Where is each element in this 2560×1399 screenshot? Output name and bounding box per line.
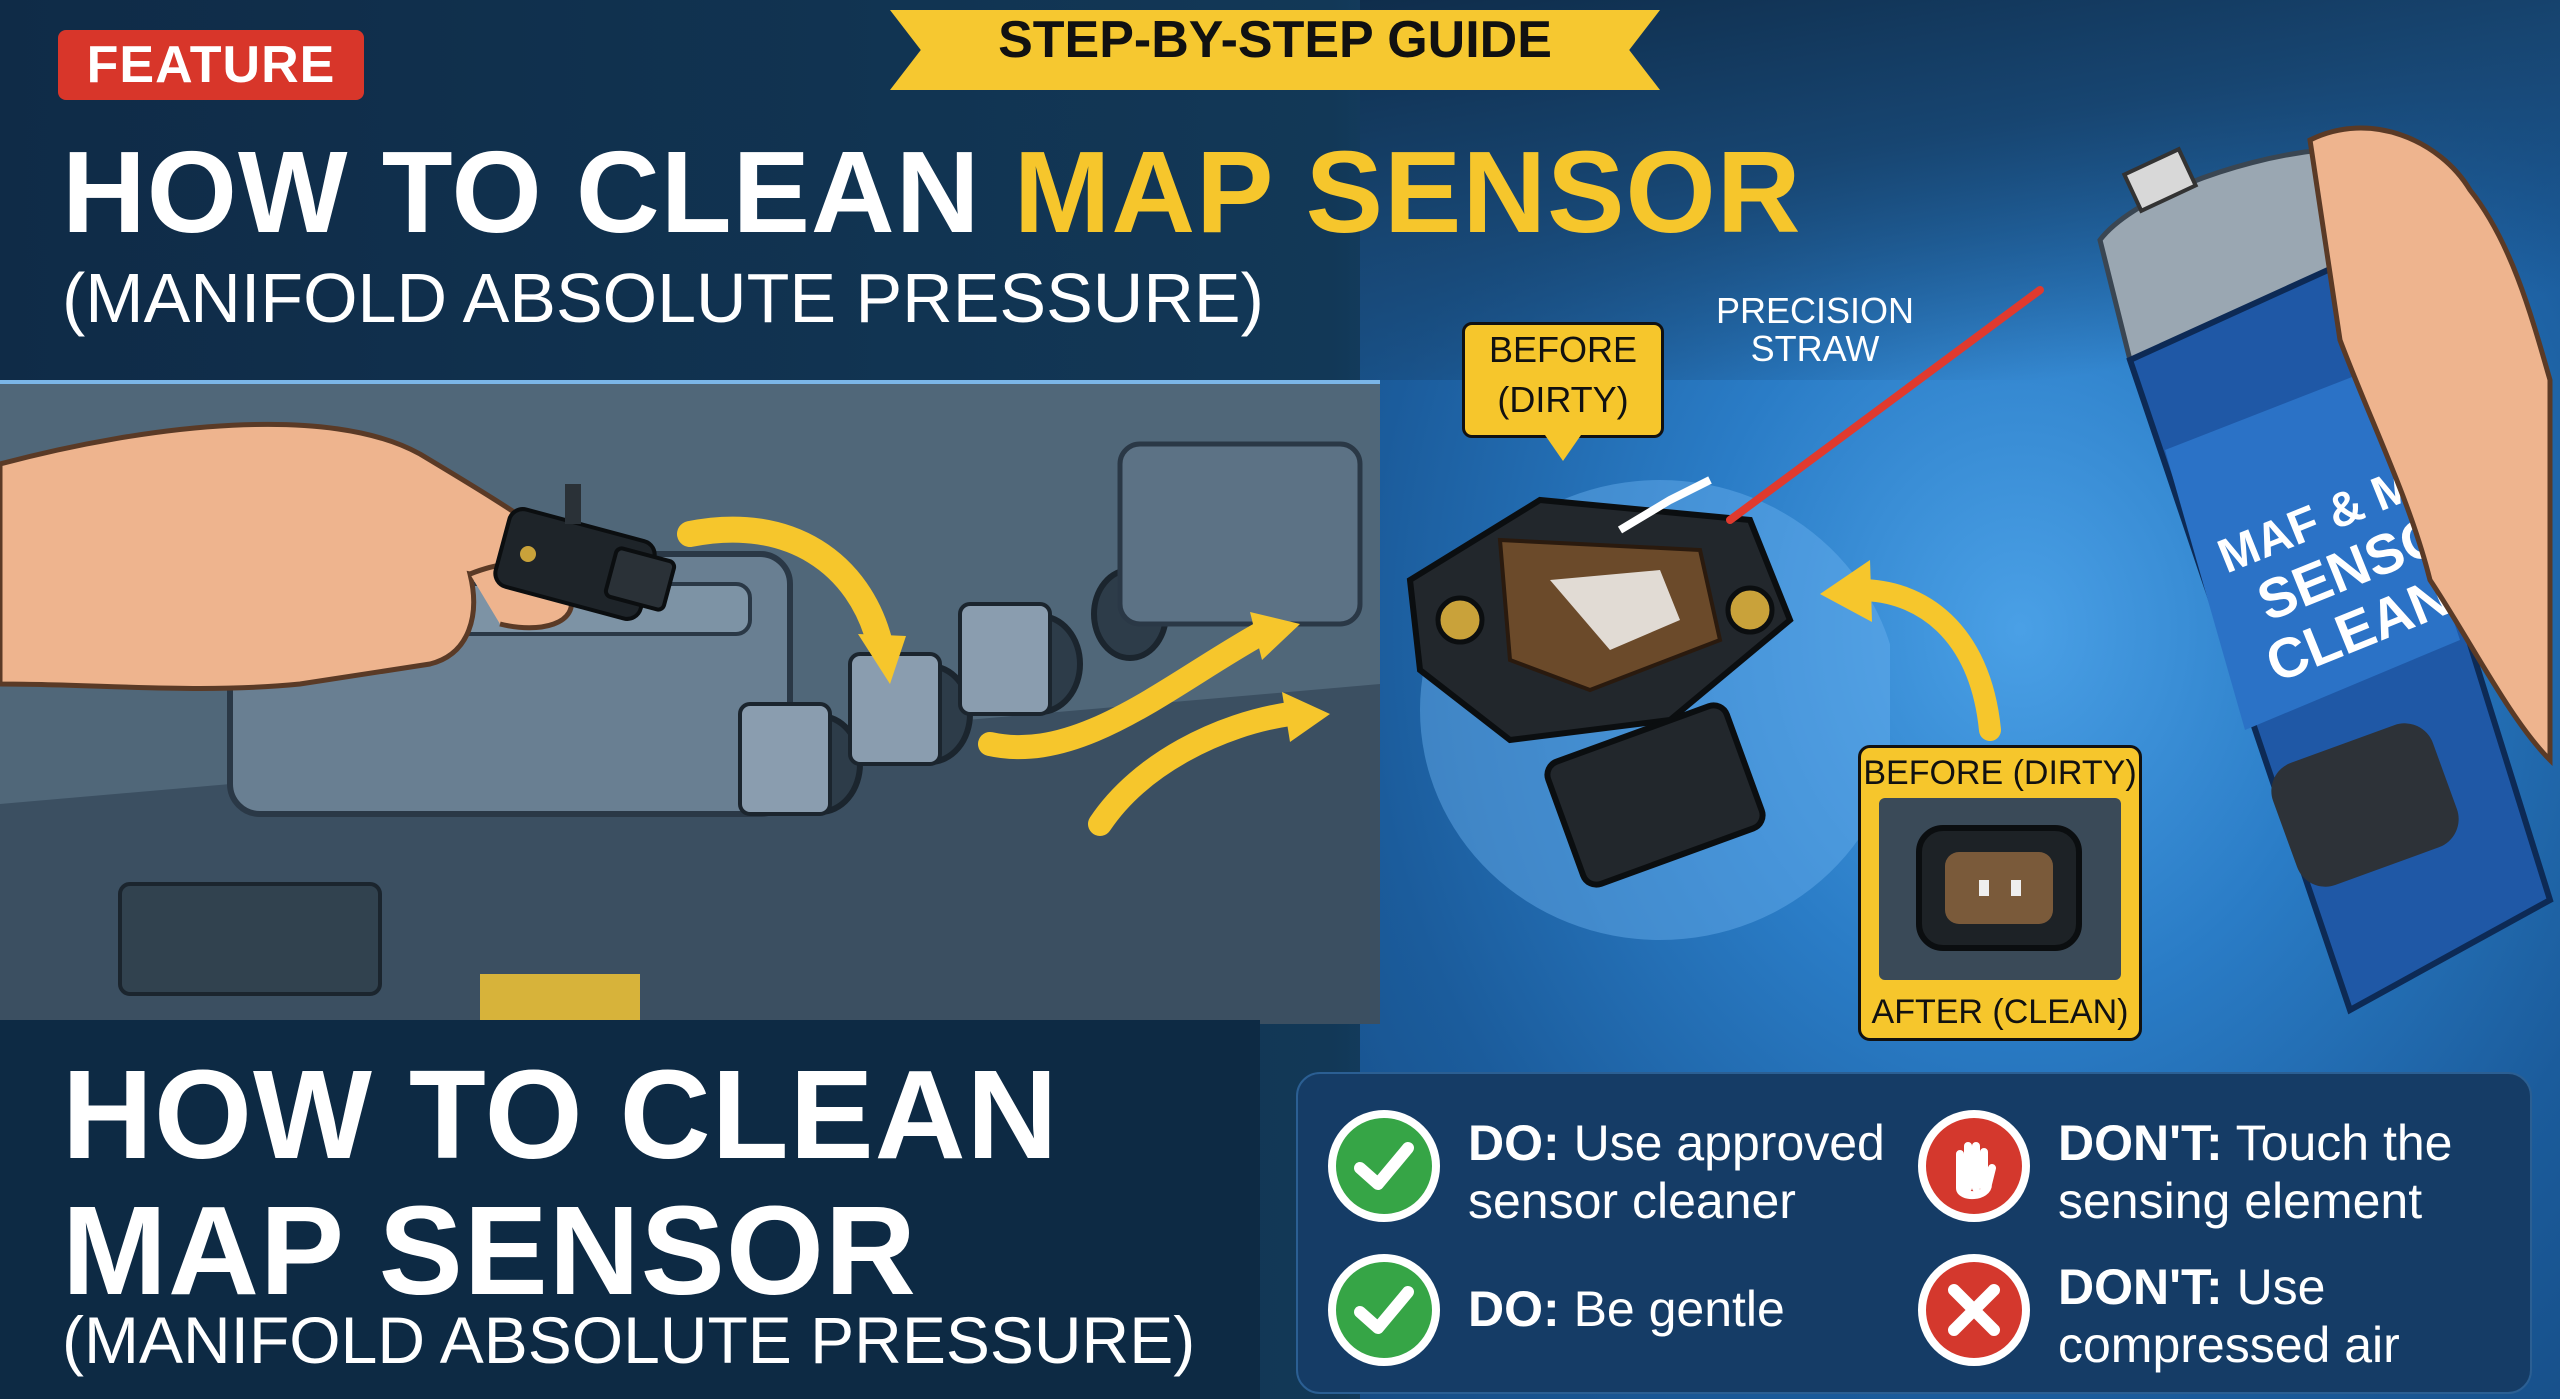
bottom-subtitle: (MANIFOLD ABSOLUTE PRESSURE) bbox=[62, 1303, 1196, 1377]
cycle-arrow bbox=[1820, 560, 2001, 741]
tips-panel: DO: Use approved sensor cleaner DON'T: T… bbox=[1296, 1072, 2532, 1394]
engine-illustration bbox=[0, 380, 1380, 1024]
map-sensor-large bbox=[1406, 476, 1890, 940]
step-guide-ribbon: STEP-BY-STEP GUIDE bbox=[890, 10, 1660, 90]
tip-body: Be gentle bbox=[1573, 1281, 1785, 1337]
engine-drawing bbox=[0, 384, 1380, 1024]
arrow-3 bbox=[1088, 702, 1302, 836]
tip-text: DON'T: Use compressed air bbox=[2058, 1258, 2478, 1374]
bottom-title-area bbox=[0, 1020, 1260, 1399]
tip-title: DON'T: bbox=[2058, 1115, 2223, 1171]
feature-badge: FEATURE bbox=[58, 30, 364, 100]
bottom-title: HOW TO CLEAN MAP SENSOR bbox=[62, 1052, 1059, 1314]
page-title: HOW TO CLEAN MAP SENSOR bbox=[62, 125, 1802, 259]
spray-straw bbox=[1726, 286, 2044, 524]
after-label: AFTER (CLEAN) bbox=[1871, 993, 2129, 1031]
tip-title: DO: bbox=[1468, 1115, 1560, 1171]
bottom-title-line-2: MAP SENSOR bbox=[62, 1180, 917, 1321]
ribbon-banner bbox=[890, 10, 1660, 90]
precision-line-1: PRECISION bbox=[1715, 290, 1915, 331]
title-accent: MAP SENSOR bbox=[1013, 127, 1802, 257]
cleaner-can: MAF & MAF SENSOR CLEANER bbox=[2097, 125, 2554, 1015]
tip-title: DON'T: bbox=[2058, 1259, 2223, 1315]
x-icon bbox=[1918, 1254, 2030, 1366]
precision-straw-label: PRECISION STRAW bbox=[1700, 292, 1930, 368]
tip-body: Use approved sensor cleaner bbox=[1468, 1115, 1885, 1229]
tip-text: DON'T: Touch the sensing element bbox=[2058, 1114, 2478, 1230]
precision-line-2: STRAW bbox=[1750, 328, 1880, 369]
map-sensor-small bbox=[493, 484, 677, 621]
title-white: HOW TO CLEAN bbox=[62, 127, 1014, 257]
callout-line-2: (DIRTY) bbox=[1497, 379, 1629, 420]
before-label: BEFORE (DIRTY) bbox=[1863, 754, 2137, 792]
tip-body: Use compressed air bbox=[2058, 1259, 2400, 1373]
tip-body: Touch the sensing element bbox=[2058, 1115, 2453, 1229]
tip-text: DO: Use approved sensor cleaner bbox=[1468, 1114, 1888, 1230]
connector-image bbox=[1879, 798, 2121, 980]
callout-before-dirty: BEFORE (DIRTY) bbox=[1462, 322, 1664, 461]
arrow-1 bbox=[677, 516, 893, 657]
checkmark-icon bbox=[1328, 1254, 1440, 1366]
bottom-title-line-1: HOW TO CLEAN bbox=[62, 1044, 1059, 1185]
checkmark-icon bbox=[1328, 1110, 1440, 1222]
hand-right bbox=[2307, 125, 2553, 767]
ribbon-label: STEP-BY-STEP GUIDE bbox=[998, 11, 1552, 69]
callout-line-1: BEFORE bbox=[1488, 329, 1638, 370]
page-subtitle: (MANIFOLD ABSOLUTE PRESSURE) bbox=[62, 259, 1264, 337]
stop-hand-icon bbox=[1918, 1110, 2030, 1222]
tip-title: DO: bbox=[1468, 1281, 1560, 1337]
tip-text: DO: Be gentle bbox=[1468, 1280, 1888, 1338]
before-after-card: BEFORE (DIRTY) AFTER (CLEAN) bbox=[1858, 745, 2142, 1041]
arrow-2 bbox=[978, 622, 1272, 760]
